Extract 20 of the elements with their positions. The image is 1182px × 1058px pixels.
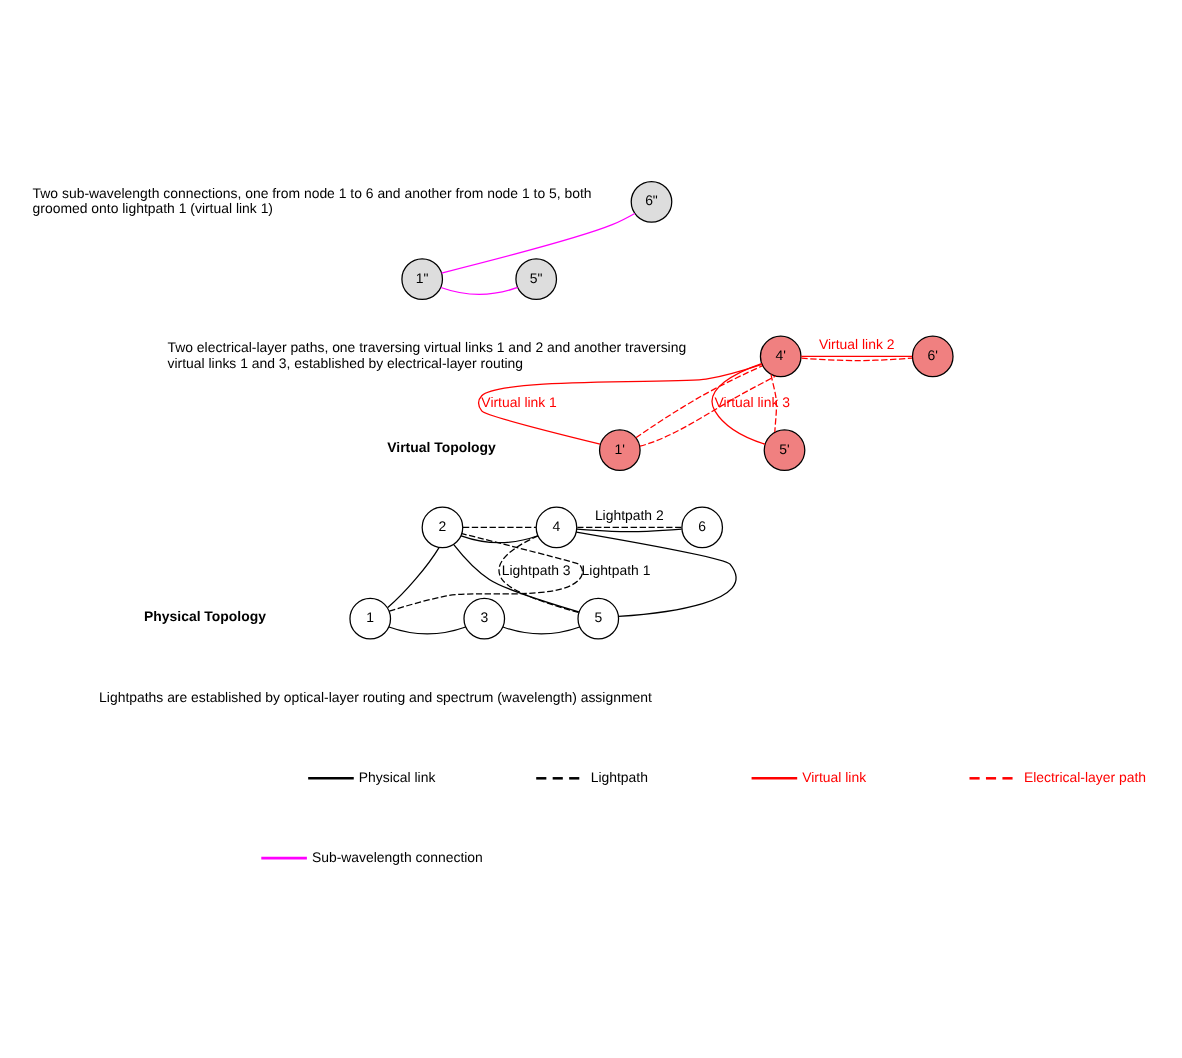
connector (440, 285, 519, 294)
connector (635, 364, 763, 438)
connector (770, 372, 778, 432)
connector (711, 361, 766, 444)
connector (502, 625, 581, 634)
connector (388, 625, 467, 634)
connector (387, 545, 440, 608)
connector (388, 531, 584, 611)
connector (639, 374, 776, 446)
connector (575, 530, 737, 617)
connector (498, 534, 580, 613)
connector (462, 525, 537, 528)
connector (460, 534, 539, 543)
connector (800, 356, 913, 361)
connector (453, 543, 580, 612)
connector (440, 211, 636, 273)
connector (576, 527, 683, 532)
connector (477, 362, 763, 444)
connector (800, 354, 913, 357)
connector (576, 525, 683, 528)
